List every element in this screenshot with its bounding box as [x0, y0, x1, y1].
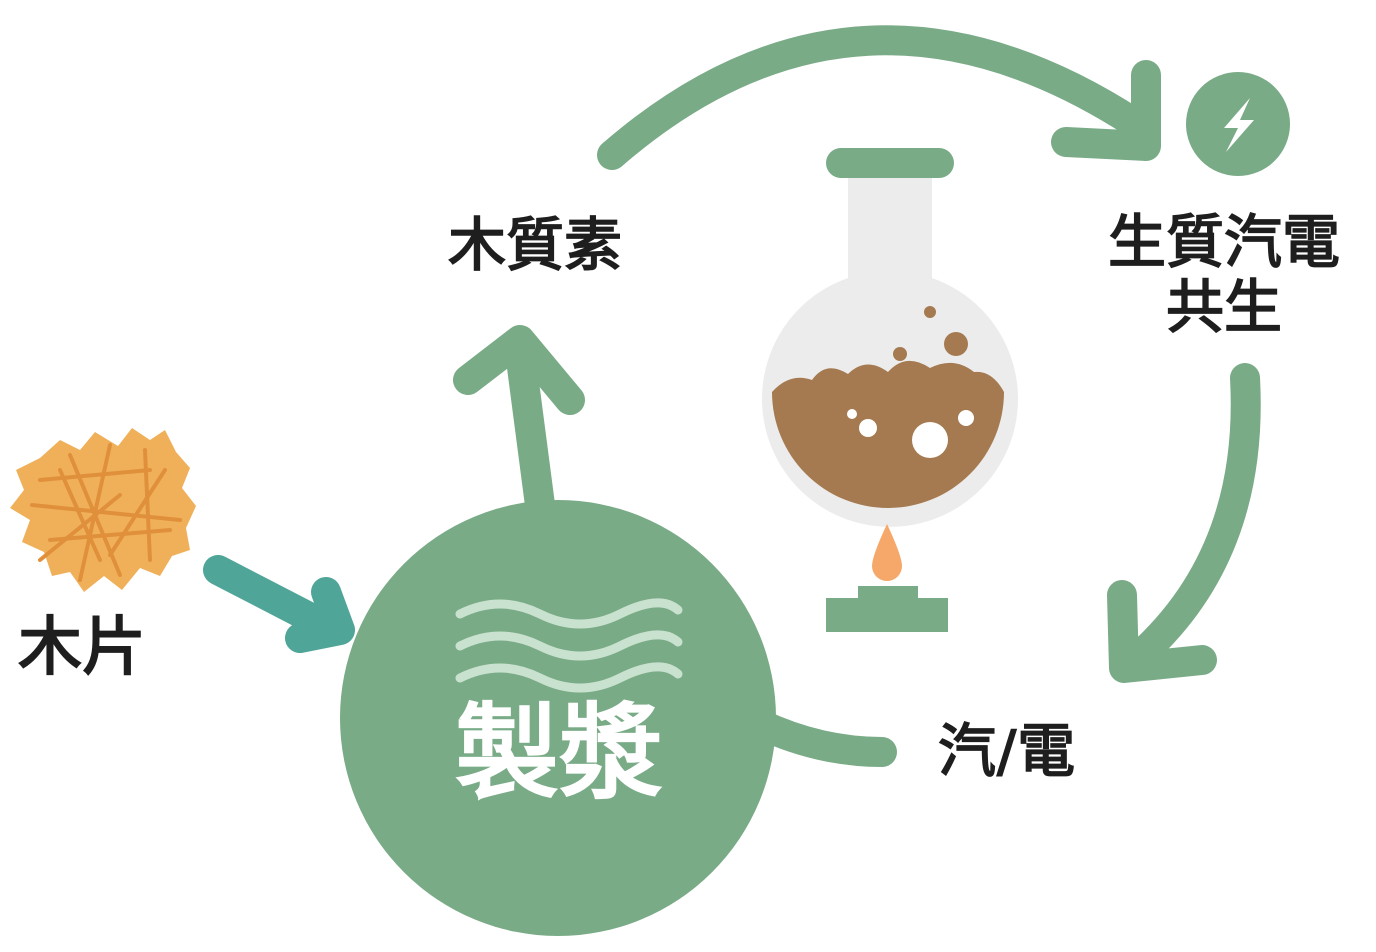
cogeneration-label: 生質汽電 共生 — [1108, 210, 1340, 340]
arrow-lignin-to-cogeneration — [597, 25, 1161, 170]
cogeneration-label-line1: 生質汽電 — [1108, 208, 1341, 276]
connector-steam-to-pulping — [745, 709, 897, 767]
lignin-label: 木質素 — [448, 211, 623, 279]
lightning-icon — [1186, 72, 1290, 176]
pulping-label: 製漿 — [454, 692, 663, 814]
arrow-wood-to-pulping — [203, 555, 355, 653]
cogeneration-label-line2: 共生 — [1166, 272, 1283, 341]
wood-chips-label: 木片 — [18, 611, 146, 685]
pulping-node — [340, 500, 776, 936]
arrow-pulping-to-lignin — [453, 325, 585, 520]
steam-power-label: 汽/電 — [938, 717, 1076, 785]
wood-chips-icon — [10, 428, 196, 592]
flask-icon — [762, 148, 1018, 632]
arrow-cogeneration-to-steam — [1107, 363, 1261, 683]
waves-icon — [455, 598, 683, 693]
